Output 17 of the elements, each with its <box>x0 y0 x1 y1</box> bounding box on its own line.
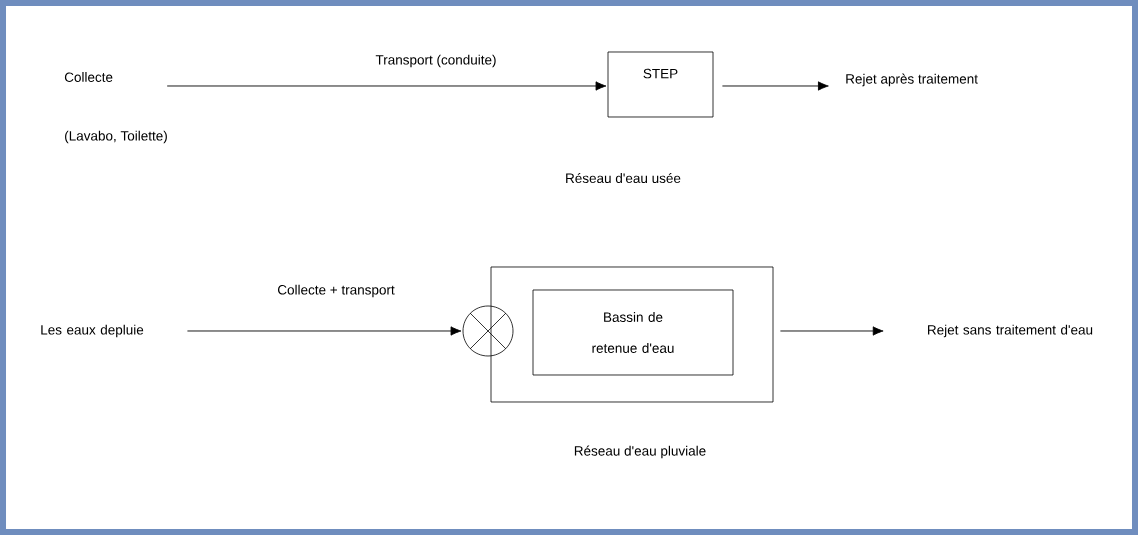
edge-label: Transport (conduite) <box>374 53 498 69</box>
edge-label: Collecte + transport <box>276 283 396 299</box>
node-label: (Lavabo, Toilette) <box>65 130 167 144</box>
arrow <box>166 81 607 91</box>
basin-box: Bassin de retenue d'eau <box>532 289 734 376</box>
arrow <box>721 81 829 91</box>
junction-circle <box>462 305 514 357</box>
outlet-label: Rejet après traitement <box>846 73 978 87</box>
enclosure-box <box>490 266 774 403</box>
process-box: STEP <box>607 51 714 118</box>
network-label: Réseau d'eau usée <box>566 172 681 184</box>
outlet-label: Rejet sans traitement d'eau <box>928 324 1093 338</box>
source-label: Les eaux depluie <box>41 324 144 338</box>
arrow <box>186 326 462 336</box>
source-label: Collecte <box>64 72 113 82</box>
network-label: Réseau d'eau pluviale <box>574 445 706 459</box>
arrow <box>779 326 884 336</box>
